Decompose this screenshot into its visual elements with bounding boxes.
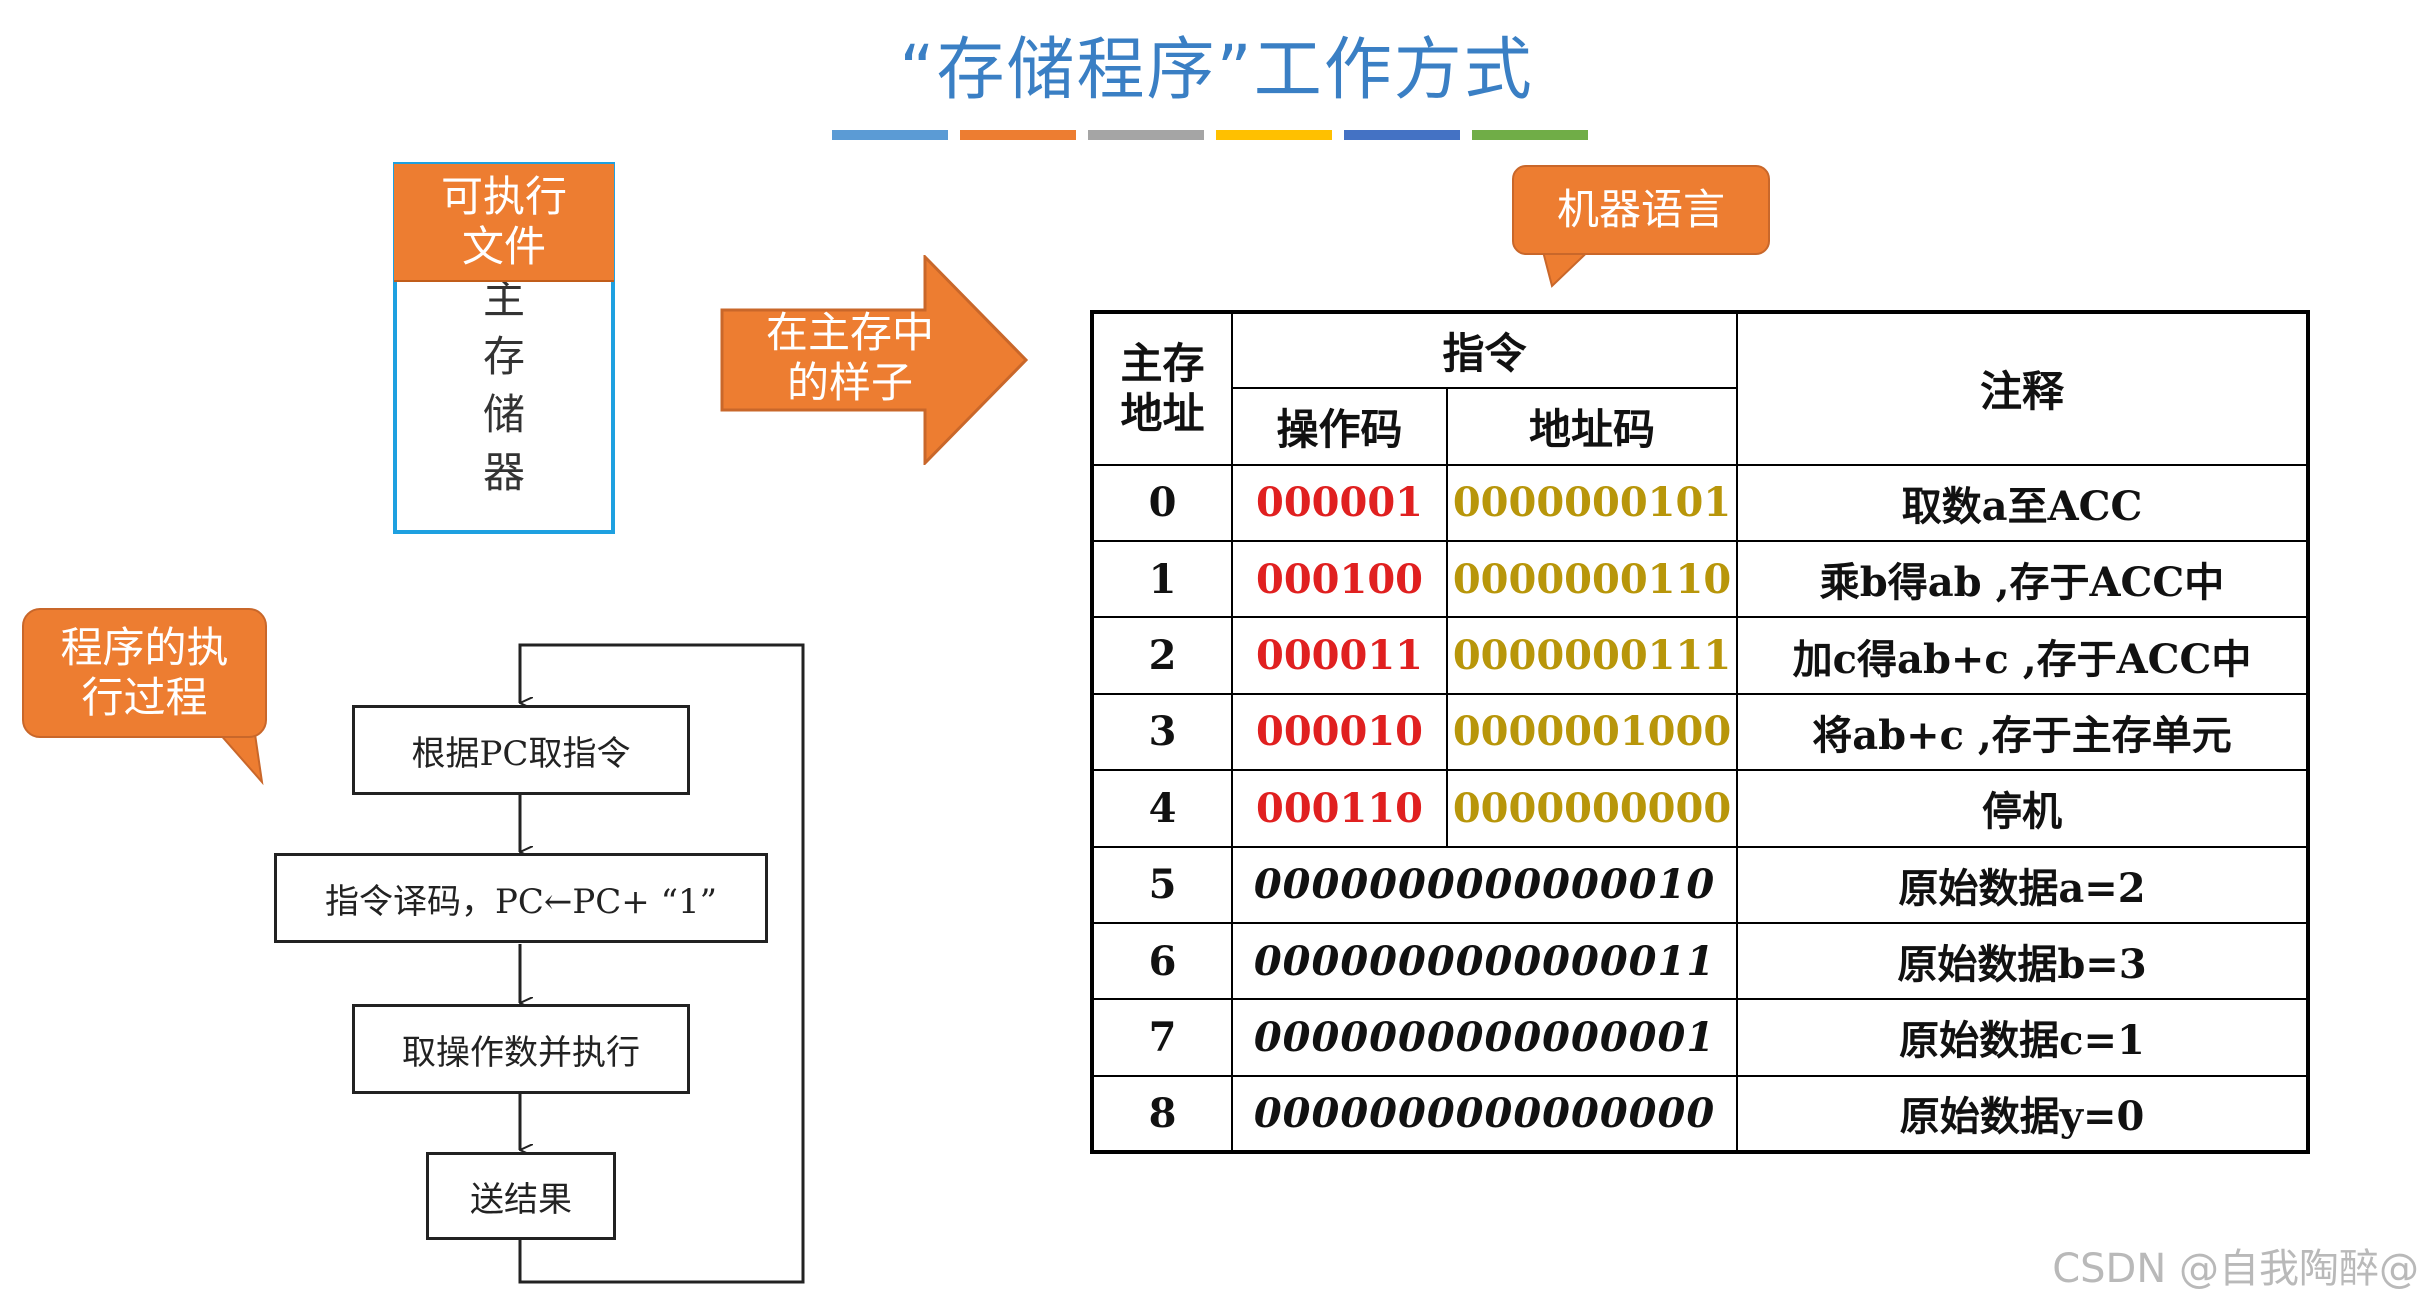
- memory-label: 主 存 储 器: [482, 274, 525, 497]
- color-bar: [832, 130, 948, 140]
- note-cell: 乘b得ab ,存于ACC中: [1736, 540, 2309, 619]
- right-arrow-icon: [720, 255, 1029, 465]
- opcode-cell: 000010: [1231, 692, 1448, 772]
- opcode-cell: 000110: [1231, 769, 1448, 848]
- machine-language-text: 机器语言: [1556, 184, 1725, 234]
- color-bar: [1088, 130, 1204, 140]
- addrcode-cell: 0000001000: [1445, 692, 1739, 772]
- opcode-cell: 000100: [1231, 540, 1448, 619]
- page-title: “存储程序”工作方式: [899, 31, 1534, 110]
- flowchart-step: 根据PC取指令: [352, 705, 690, 795]
- note-cell: 原始数据a=2: [1736, 845, 2309, 924]
- note-cell: 原始数据y=0: [1736, 1074, 2309, 1154]
- executable-file-callout: 可执行 文件: [394, 164, 614, 282]
- note-cell: 加c得ab+c ,存于ACC中: [1736, 616, 2309, 695]
- binary-data-cell: 0000000000000001: [1230, 998, 1739, 1077]
- address-cell: 6: [1091, 921, 1233, 1001]
- color-bar: [960, 130, 1076, 140]
- addrcode-cell: 0000000111: [1445, 616, 1739, 695]
- flowchart-step: 指令译码，PC←PC+ “1”: [274, 853, 768, 943]
- opcode-cell: 000011: [1231, 616, 1448, 695]
- note-cell: 停机: [1736, 769, 2309, 848]
- binary-data-cell: 0000000000000000: [1230, 1074, 1739, 1154]
- executable-file-text: 可执行 文件: [440, 171, 567, 271]
- addrcode-cell: 0000000000: [1445, 769, 1739, 848]
- flowchart-step: 取操作数并执行: [352, 1004, 690, 1094]
- address-cell: 4: [1091, 769, 1233, 848]
- header-opcode: 操作码: [1231, 387, 1448, 466]
- watermark: CSDN @自我陶醉@: [2052, 1246, 2419, 1292]
- color-bar: [1472, 130, 1588, 140]
- program-execution-callout: 程序的执 行过程: [22, 608, 267, 738]
- program-execution-text: 程序的执 行过程: [60, 622, 229, 722]
- color-bar: [1344, 130, 1460, 140]
- binary-data-cell: 0000000000000010: [1230, 845, 1739, 924]
- address-cell: 0: [1091, 463, 1233, 543]
- header-addrcode: 地址码: [1445, 387, 1739, 466]
- opcode-cell: 000001: [1231, 463, 1448, 543]
- flowchart-step: 送结果: [426, 1152, 616, 1240]
- note-cell: 原始数据c=1: [1736, 998, 2309, 1077]
- header-instruction: 指令: [1230, 310, 1739, 390]
- address-cell: 1: [1091, 540, 1233, 619]
- addrcode-cell: 0000000110: [1445, 540, 1739, 619]
- color-bar: [1216, 130, 1332, 140]
- address-cell: 3: [1091, 692, 1233, 772]
- machine-language-callout: 机器语言: [1512, 165, 1770, 255]
- header-note: 注释: [1736, 311, 2309, 466]
- note-cell: 将ab+c ,存于主存单元: [1736, 692, 2309, 772]
- note-cell: 原始数据b=3: [1736, 921, 2309, 1001]
- arrow-label: 在主存中 的样子: [765, 308, 934, 407]
- address-cell: 7: [1091, 998, 1233, 1077]
- flowchart-connectors: [518, 643, 805, 1284]
- address-cell: 8: [1091, 1074, 1233, 1154]
- addrcode-cell: 0000000101: [1445, 463, 1739, 543]
- address-cell: 2: [1091, 616, 1233, 695]
- header-address: 主存 地址: [1091, 311, 1233, 466]
- note-cell: 取数a至ACC: [1736, 463, 2309, 543]
- address-cell: 5: [1091, 845, 1233, 924]
- binary-data-cell: 0000000000000011: [1230, 921, 1739, 1001]
